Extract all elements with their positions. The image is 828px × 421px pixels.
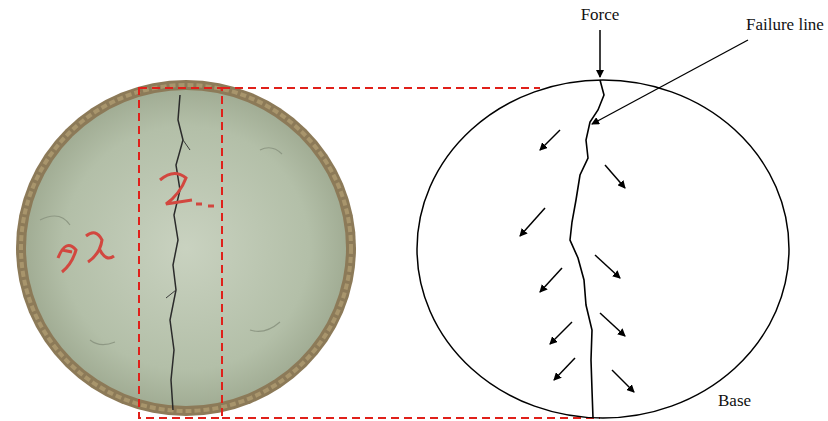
specimen-outline — [417, 80, 789, 418]
specimen-photo — [16, 80, 356, 416]
failure-crack — [570, 80, 604, 418]
selection-frame — [139, 88, 222, 418]
force-label: Force — [581, 6, 620, 25]
projection-line — [222, 417, 600, 419]
base-label: Base — [718, 392, 751, 411]
failure-line-label: Failure line — [746, 16, 824, 35]
projection-line — [222, 87, 540, 89]
displacement-arrows — [520, 130, 634, 392]
force-arrow — [599, 30, 601, 77]
leader-line — [592, 40, 748, 124]
